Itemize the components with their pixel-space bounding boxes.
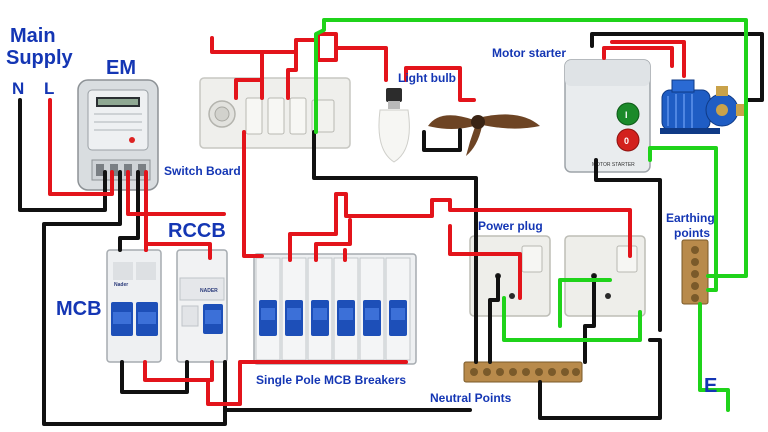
earth-label: E [704, 375, 717, 397]
neutral-points-label: Neutral Points [430, 391, 512, 405]
main-supply-label-line1: Main [10, 25, 56, 47]
breaker-2 [281, 257, 307, 361]
breaker-3 [307, 257, 333, 361]
breaker-4 [333, 257, 359, 361]
neutral-terminal-block [463, 361, 583, 383]
light-bulb-label: Light bulb [398, 71, 456, 85]
earthing-terminal-block [681, 239, 709, 305]
start-button-label: I [625, 110, 628, 120]
switch-board [199, 77, 351, 149]
earthing-points-label-line1: Earthing [666, 211, 715, 225]
rccb-device: NADER [176, 249, 228, 363]
rccb-brand: NADER [200, 288, 218, 294]
energy-meter-label: EM [106, 57, 136, 79]
line-label: L [44, 79, 54, 98]
single-pole-breaker-bank [253, 253, 417, 365]
motor-starter: I 0 MOTOR STARTER [564, 59, 651, 173]
light-bulb [378, 88, 410, 163]
earth-wires [314, 18, 748, 412]
earthing-points-label-line2: points [674, 226, 710, 240]
main-supply-label-line2: Supply [6, 47, 74, 69]
power-plug-2 [564, 235, 646, 317]
power-plug-1 [469, 235, 551, 317]
switch-board-label: Switch Board [164, 164, 241, 178]
starter-brand: MOTOR STARTER [592, 162, 635, 168]
motor-starter-label: Motor starter [492, 46, 566, 60]
breaker-5 [359, 257, 385, 361]
breaker-1 [255, 257, 281, 361]
power-plug-label: Power plug [478, 219, 543, 233]
ceiling-fan [428, 114, 540, 156]
mcb-label: MCB [56, 298, 102, 320]
single-pole-mcb-label: Single Pole MCB Breakers [256, 373, 406, 387]
neutral-wires [18, 32, 764, 426]
double-pole-mcb: Nader [106, 249, 162, 363]
rccb-label: RCCB [168, 220, 226, 242]
breaker-6 [385, 257, 411, 361]
neutral-label: N [12, 79, 24, 98]
pump-motor [660, 79, 746, 134]
live-wires [48, 32, 686, 406]
stop-button-label: 0 [624, 136, 629, 146]
mcb-brand: Nader [114, 282, 128, 288]
